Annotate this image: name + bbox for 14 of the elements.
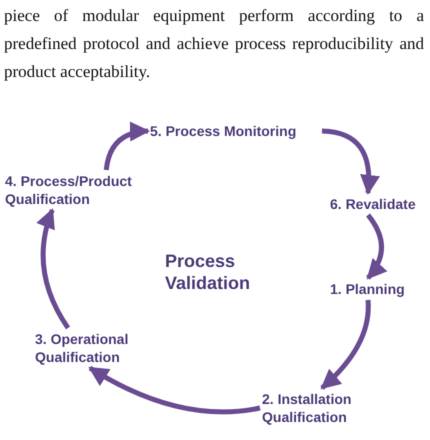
- cycle-arrow: [366, 214, 388, 280]
- step-label: 2. Installation Qualification: [262, 390, 382, 426]
- paragraph: piece of modular equipment perform according to a predefined protocol and achieve process reproducibility and product acceptability.: [4, 5, 424, 83]
- step-label: 3. Operational Qualification: [35, 330, 145, 366]
- center-label: Process Validation: [165, 250, 265, 294]
- step-label: 1. Planning: [330, 280, 425, 298]
- cycle-arrow: [88, 366, 260, 414]
- step-label: 6. Revalidate: [330, 195, 425, 213]
- cycle-arrow: [104, 122, 150, 170]
- step-label: 5. Process Monitoring: [150, 122, 320, 140]
- cycle-arrow: [36, 208, 70, 330]
- step-label: 4. Process/Product Qualification: [5, 172, 140, 208]
- cycle-arrow: [320, 300, 371, 390]
- cycle-arrow: [322, 128, 380, 195]
